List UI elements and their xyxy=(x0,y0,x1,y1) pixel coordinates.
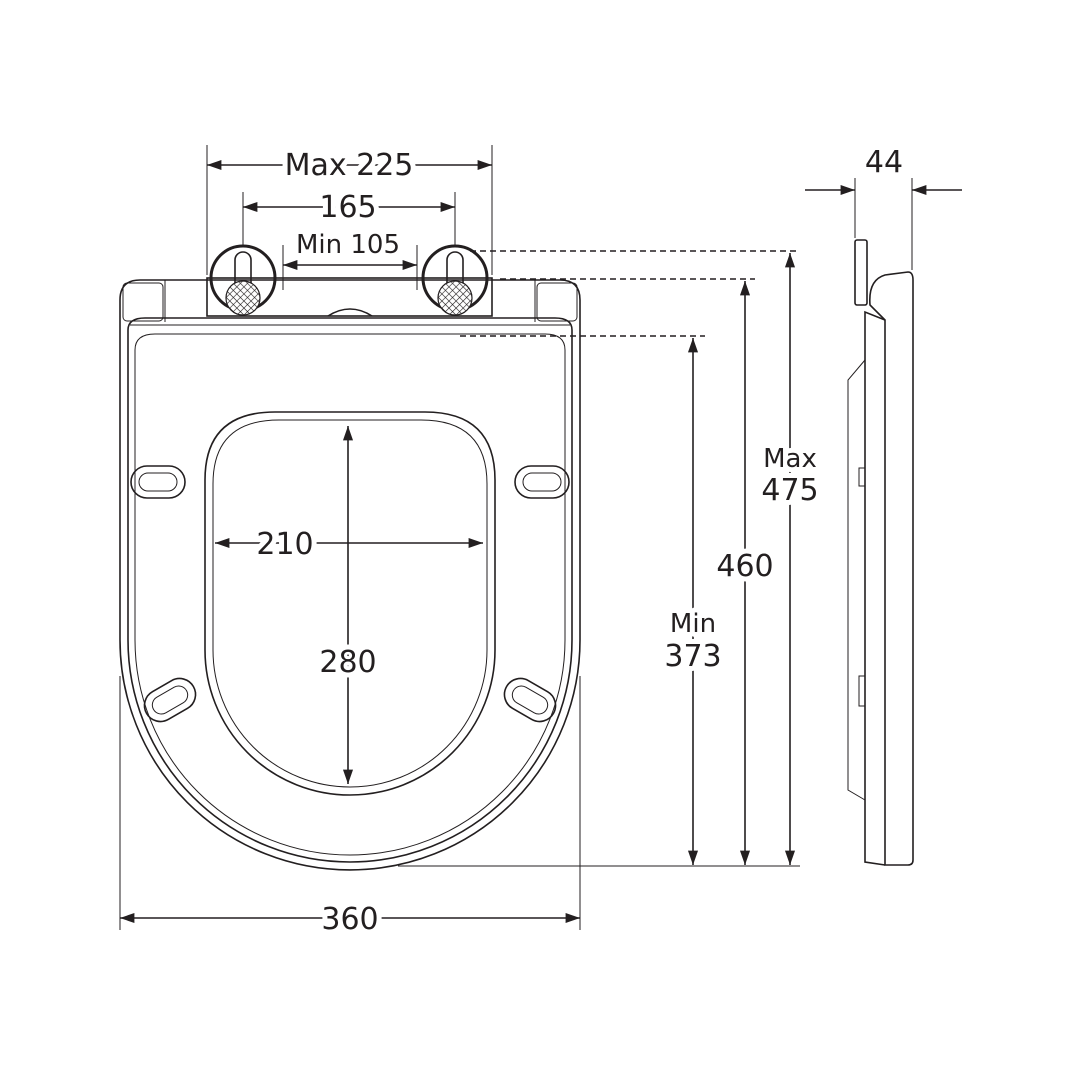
label-length-min: 373 xyxy=(664,639,721,674)
hinge-plate xyxy=(206,277,493,317)
label-opening-length: 280 xyxy=(319,645,376,680)
hinge-bracket-left xyxy=(122,282,164,322)
bumper-bottom-right xyxy=(503,677,557,723)
seat-side-view xyxy=(847,239,914,866)
seat-lid-edge xyxy=(127,317,573,863)
hinge-bracket-right xyxy=(536,282,578,322)
seat-opening-inner xyxy=(212,419,488,788)
label-hinge-min: Min 105 xyxy=(296,230,400,260)
label-side-thickness: 44 xyxy=(865,145,903,180)
bumper-top-right xyxy=(514,465,570,499)
seat-top-view xyxy=(119,244,581,871)
label-hinge-centers: 165 xyxy=(319,190,376,225)
seat-ring-inner-edge xyxy=(134,333,566,856)
hinge-left xyxy=(209,244,277,316)
seat-opening-outer xyxy=(204,411,496,796)
label-opening-width: 210 xyxy=(256,527,313,562)
label-length-max: 475 xyxy=(761,473,818,508)
label-overall-width: 360 xyxy=(321,902,378,937)
bumper-top-left xyxy=(130,465,186,499)
label-length-max-prefix: Max xyxy=(763,444,817,474)
seat-outer-outline xyxy=(119,279,581,871)
label-length-min-prefix: Min xyxy=(670,609,716,639)
bumper-bottom-left xyxy=(143,677,197,723)
hinge-plate-bump xyxy=(327,308,373,317)
dimension-lines xyxy=(119,145,962,930)
label-hinge-max: Max 225 xyxy=(285,148,414,183)
label-length-nominal: 460 xyxy=(716,549,773,584)
